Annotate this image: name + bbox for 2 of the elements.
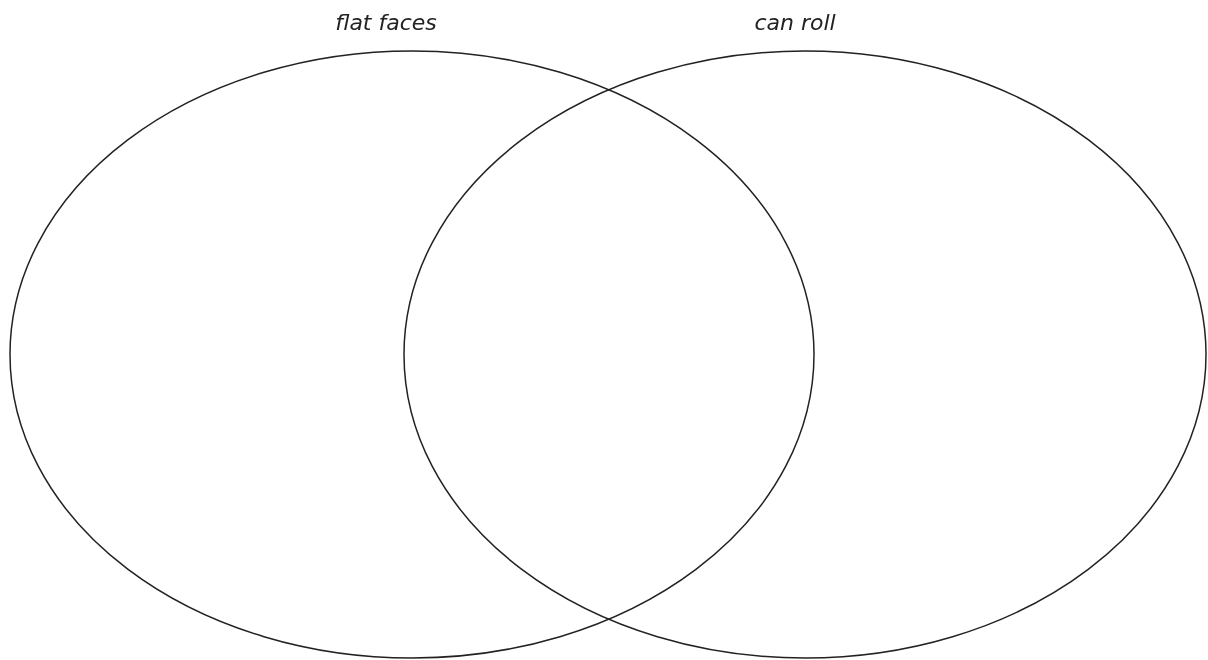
set-label: can roll — [754, 10, 836, 35]
set-label: flat faces — [335, 10, 437, 35]
